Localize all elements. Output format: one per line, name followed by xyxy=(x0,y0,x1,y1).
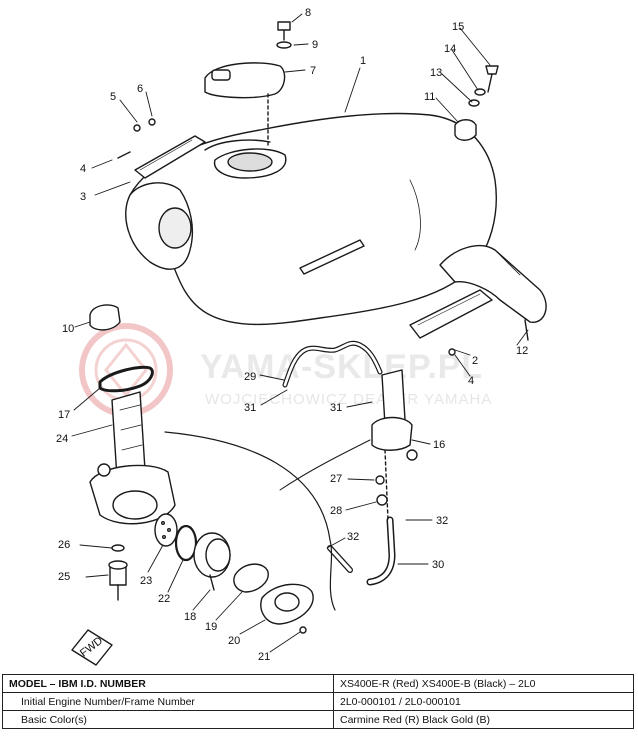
vacuum-hose-29 xyxy=(282,340,383,388)
emblem-2 xyxy=(409,289,493,356)
callout-12: 12 xyxy=(516,345,528,357)
callout-2: 2 xyxy=(472,355,478,367)
filter-23 xyxy=(154,513,178,547)
callout-14: 14 xyxy=(444,43,456,55)
callout-31-left: 31 xyxy=(244,402,256,414)
callout-8: 8 xyxy=(305,7,311,19)
o-ring-26 xyxy=(111,544,125,552)
fuel-hose-30 xyxy=(327,516,396,586)
diaphragm-cover-18 xyxy=(193,532,231,591)
o-ring-22 xyxy=(174,524,198,562)
callout-24: 24 xyxy=(56,433,68,445)
callout-31-right: 31 xyxy=(330,402,342,414)
callout-3: 3 xyxy=(80,191,86,203)
callout-7: 7 xyxy=(310,65,316,77)
callout-30: 30 xyxy=(432,559,444,571)
fuel-cock-assembly-24 xyxy=(89,391,176,525)
fuel-tank xyxy=(125,112,497,326)
table-cell-label: Basic Color(s) xyxy=(2,710,334,729)
table-cell-value: XS400E-R (Red) XS400E-B (Black) – 2L0 xyxy=(333,674,634,693)
callout-6: 6 xyxy=(137,83,143,95)
callout-28: 28 xyxy=(330,505,342,517)
callout-32-right: 32 xyxy=(436,515,448,527)
callout-23: 23 xyxy=(140,575,152,587)
callout-4-left: 4 xyxy=(80,163,86,175)
fuel-cock-16 xyxy=(371,369,418,521)
fuel-tank-exploded-diagram: YAMA-SKLEP.PL WOJCIECHOWICZ DEALER YAMAH… xyxy=(56,7,547,666)
callout-11: 11 xyxy=(424,91,435,103)
callout-15: 15 xyxy=(452,21,464,33)
filler-cap xyxy=(204,62,286,146)
callout-26: 26 xyxy=(58,539,70,551)
table-row: Basic Color(s) Carmine Red (R) Black Gol… xyxy=(2,710,634,729)
o-ring-17 xyxy=(98,365,154,393)
callout-32-left: 32 xyxy=(347,531,359,543)
watermark-title: YAMA-SKLEP.PL xyxy=(200,348,483,386)
callout-16: 16 xyxy=(433,439,445,451)
screw-28 xyxy=(376,494,388,506)
watermark: YAMA-SKLEP.PL WOJCIECHOWICZ DEALER YAMAH… xyxy=(79,323,492,417)
callout-labels: 1 2 3 4 4 5 6 7 8 9 10 11 12 13 14 15 16… xyxy=(56,7,528,663)
table-cell-value: 2L0-000101 / 2L0-000101 xyxy=(333,692,634,711)
callout-27: 27 xyxy=(330,473,342,485)
callout-17: 17 xyxy=(58,409,70,421)
table-cell-value: Carmine Red (R) Black Gold (B) xyxy=(333,710,634,729)
callout-18: 18 xyxy=(184,611,196,623)
callout-13: 13 xyxy=(430,67,442,79)
callout-1: 1 xyxy=(360,55,366,67)
washer-27 xyxy=(375,475,385,485)
watermark-subtitle: WOJCIECHOWICZ DEALER YAMAHA xyxy=(205,391,492,408)
callout-20: 20 xyxy=(228,635,240,647)
mount-rubber xyxy=(454,65,499,141)
rear-bracket-12 xyxy=(439,244,547,341)
callout-4-right: 4 xyxy=(468,375,474,387)
callout-19: 19 xyxy=(205,621,217,633)
plate-20 xyxy=(260,583,314,634)
callout-21: 21 xyxy=(258,651,270,663)
table-row: MODEL – IBM I.D. NUMBER XS400E-R (Red) X… xyxy=(2,674,634,693)
bolt-8 xyxy=(276,21,292,49)
callout-25: 25 xyxy=(58,571,70,583)
callout-9: 9 xyxy=(312,39,318,51)
callout-22: 22 xyxy=(158,593,170,605)
callout-5: 5 xyxy=(110,91,116,103)
cap-10 xyxy=(89,304,121,331)
gasket-19 xyxy=(233,563,269,593)
callout-29: 29 xyxy=(244,371,256,383)
table-cell-label: MODEL – IBM I.D. NUMBER xyxy=(2,674,334,693)
callout-10: 10 xyxy=(62,323,74,335)
table-cell-label: Initial Engine Number/Frame Number xyxy=(2,692,334,711)
model-spec-table: MODEL – IBM I.D. NUMBER XS400E-R (Red) X… xyxy=(2,674,634,729)
drain-plug-25 xyxy=(108,560,128,601)
fwd-arrow xyxy=(71,629,113,666)
table-row: Initial Engine Number/Frame Number 2L0-0… xyxy=(2,692,634,711)
emblem-3 xyxy=(117,118,206,179)
